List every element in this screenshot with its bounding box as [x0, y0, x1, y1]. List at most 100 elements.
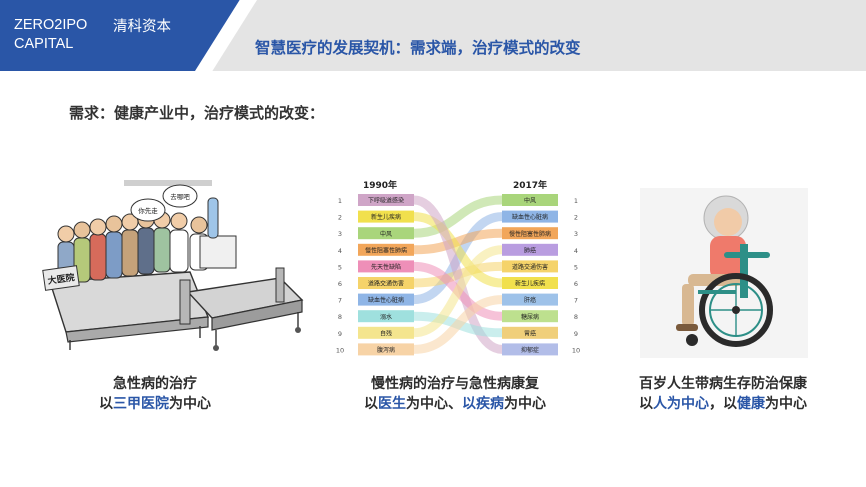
rank-label-right: 新生儿疾病: [515, 280, 545, 288]
caption-highlight: 健康: [737, 396, 765, 412]
rank-box-left: [358, 326, 414, 339]
rank-box-right: [502, 326, 558, 339]
rank-box-left: [358, 210, 414, 223]
rank-number-right: 8: [574, 313, 578, 321]
logo-text-capital: CAPITAL: [14, 36, 74, 52]
rank-label-right: 肺癌: [524, 246, 536, 254]
rank-link: [413, 212, 503, 305]
left-year-label: 1990年: [363, 179, 397, 191]
caption-chronic-line2: 以医生为中心、以疾病为中心: [320, 394, 590, 414]
rank-box-right: [502, 277, 558, 289]
rank-box-right: [502, 194, 558, 206]
rank-box-left: [358, 243, 414, 256]
rank-number-left: 5: [338, 263, 342, 271]
rank-link: [413, 228, 503, 255]
elderly-wheelchair-illustration: [640, 188, 808, 358]
rank-number-left: 6: [338, 280, 342, 288]
rank-number-right: 6: [574, 280, 578, 288]
rank-number-left: 2: [338, 214, 342, 222]
rank-label-left: 中风: [380, 230, 392, 238]
caption-elder-line2: 以人为中心，以健康为中心: [603, 394, 843, 414]
rank-box-left: [358, 227, 414, 240]
logo-text-cn: 清科资本: [113, 19, 171, 35]
rank-box-right: [502, 343, 558, 356]
rank-number-left: 9: [338, 330, 342, 338]
rank-label-right: 中风: [524, 197, 536, 205]
hospital-sign: 大医院: [47, 271, 75, 287]
rank-link: [413, 212, 503, 288]
page-title: 智慧医疗的发展契机：需求端，治疗模式的改变: [255, 39, 581, 57]
rank-box-left: [358, 310, 414, 323]
logo-block: [0, 0, 240, 71]
rank-label-right: 肝癌: [524, 296, 536, 304]
rank-number-left: 8: [338, 313, 342, 321]
caption-highlight: 人为中心: [653, 396, 709, 412]
caption-text: ，以: [709, 396, 737, 412]
right-year-label: 2017年: [513, 179, 547, 191]
rank-label-right: 糖尿病: [521, 313, 539, 321]
rank-number-left: 3: [338, 230, 342, 238]
rank-box-left: [358, 260, 414, 273]
rank-number-right: 1: [574, 197, 578, 205]
caption-text: 以: [639, 396, 653, 412]
rank-box-left: [358, 343, 414, 356]
rank-label-left: 道路交通伤害: [368, 280, 404, 288]
rank-label-left: 慢性阻塞性肺病: [365, 246, 407, 254]
rank-link: [413, 245, 503, 338]
rank-label-right: 道路交通伤害: [512, 263, 548, 271]
caption-highlight: 三甲医院: [113, 396, 169, 412]
rank-link: [413, 195, 503, 354]
caption-acute-line2: 以三甲医院为中心: [60, 394, 250, 414]
logo-text-zero2ipo: ZERO2IPO: [14, 17, 88, 33]
rank-label-right: 缺血性心脏病: [512, 213, 548, 221]
rank-box-right: [502, 210, 558, 223]
rank-box-right: [502, 227, 558, 240]
crowded-hospital-illustration: 你先走 去哪吧 大医院: [42, 180, 304, 351]
rank-label-left: 下呼吸道感染: [368, 197, 404, 205]
section-subtitle: 需求：健康产业中，治疗模式的改变：: [69, 104, 325, 122]
rank-box-left: [358, 194, 414, 206]
rank-number-right: 3: [574, 230, 578, 238]
rank-number-left: 7: [338, 297, 342, 305]
caption-chronic: 慢性病的治疗与急性病康复 以医生为中心、以疾病为中心: [320, 374, 590, 414]
rank-number-right: 2: [574, 214, 578, 222]
rank-number-right: 4: [574, 247, 578, 255]
speech-bubble-left: 你先走: [138, 206, 158, 215]
rank-label-right: 胃癌: [524, 329, 536, 337]
speech-bubble-right: 去哪吧: [170, 192, 190, 201]
rank-number-left: 1: [338, 197, 342, 205]
rank-label-left: 自残: [380, 329, 392, 337]
rank-label-right: 抑郁症: [521, 346, 539, 354]
rank-label-left: 腹泻病: [377, 346, 395, 354]
caption-highlight: 医生: [378, 396, 406, 412]
rank-label-left: 新生儿疾病: [371, 213, 401, 221]
rank-box-right: [502, 310, 558, 323]
rank-box-right: [502, 260, 558, 273]
rank-number-right: 7: [574, 297, 578, 305]
caption-elder-line1: 百岁人生带病生存防治保康: [639, 376, 807, 392]
caption-text: 为中心: [169, 396, 211, 412]
rank-label-left: 缺血性心脏病: [368, 296, 404, 304]
rank-label-left: 先天性缺陷: [371, 263, 401, 271]
caption-acute-line1: 急性病的治疗: [113, 376, 197, 392]
caption-text: 为中心、: [406, 396, 462, 412]
caption-text: 以: [364, 396, 378, 412]
rank-number-right: 10: [572, 346, 580, 354]
rank-number-left: 10: [336, 346, 344, 354]
caption-chronic-line1: 慢性病的治疗与急性病康复: [371, 376, 539, 392]
rank-number-right: 9: [574, 330, 578, 338]
rank-number-right: 5: [574, 263, 578, 271]
caption-text: 为中心: [504, 396, 546, 412]
rank-box-left: [358, 277, 414, 289]
rank-box-right: [502, 293, 558, 306]
caption-highlight: 以疾病: [462, 396, 504, 412]
rank-number-left: 4: [338, 247, 342, 255]
rank-label-left: 溺水: [380, 313, 392, 321]
rank-box-right: [502, 243, 558, 256]
rank-box-left: [358, 293, 414, 306]
caption-text: 为中心: [765, 396, 807, 412]
rank-link: [413, 295, 503, 354]
rank-label-right: 慢性阻塞性肺病: [509, 230, 551, 238]
caption-text: 以: [99, 396, 113, 412]
